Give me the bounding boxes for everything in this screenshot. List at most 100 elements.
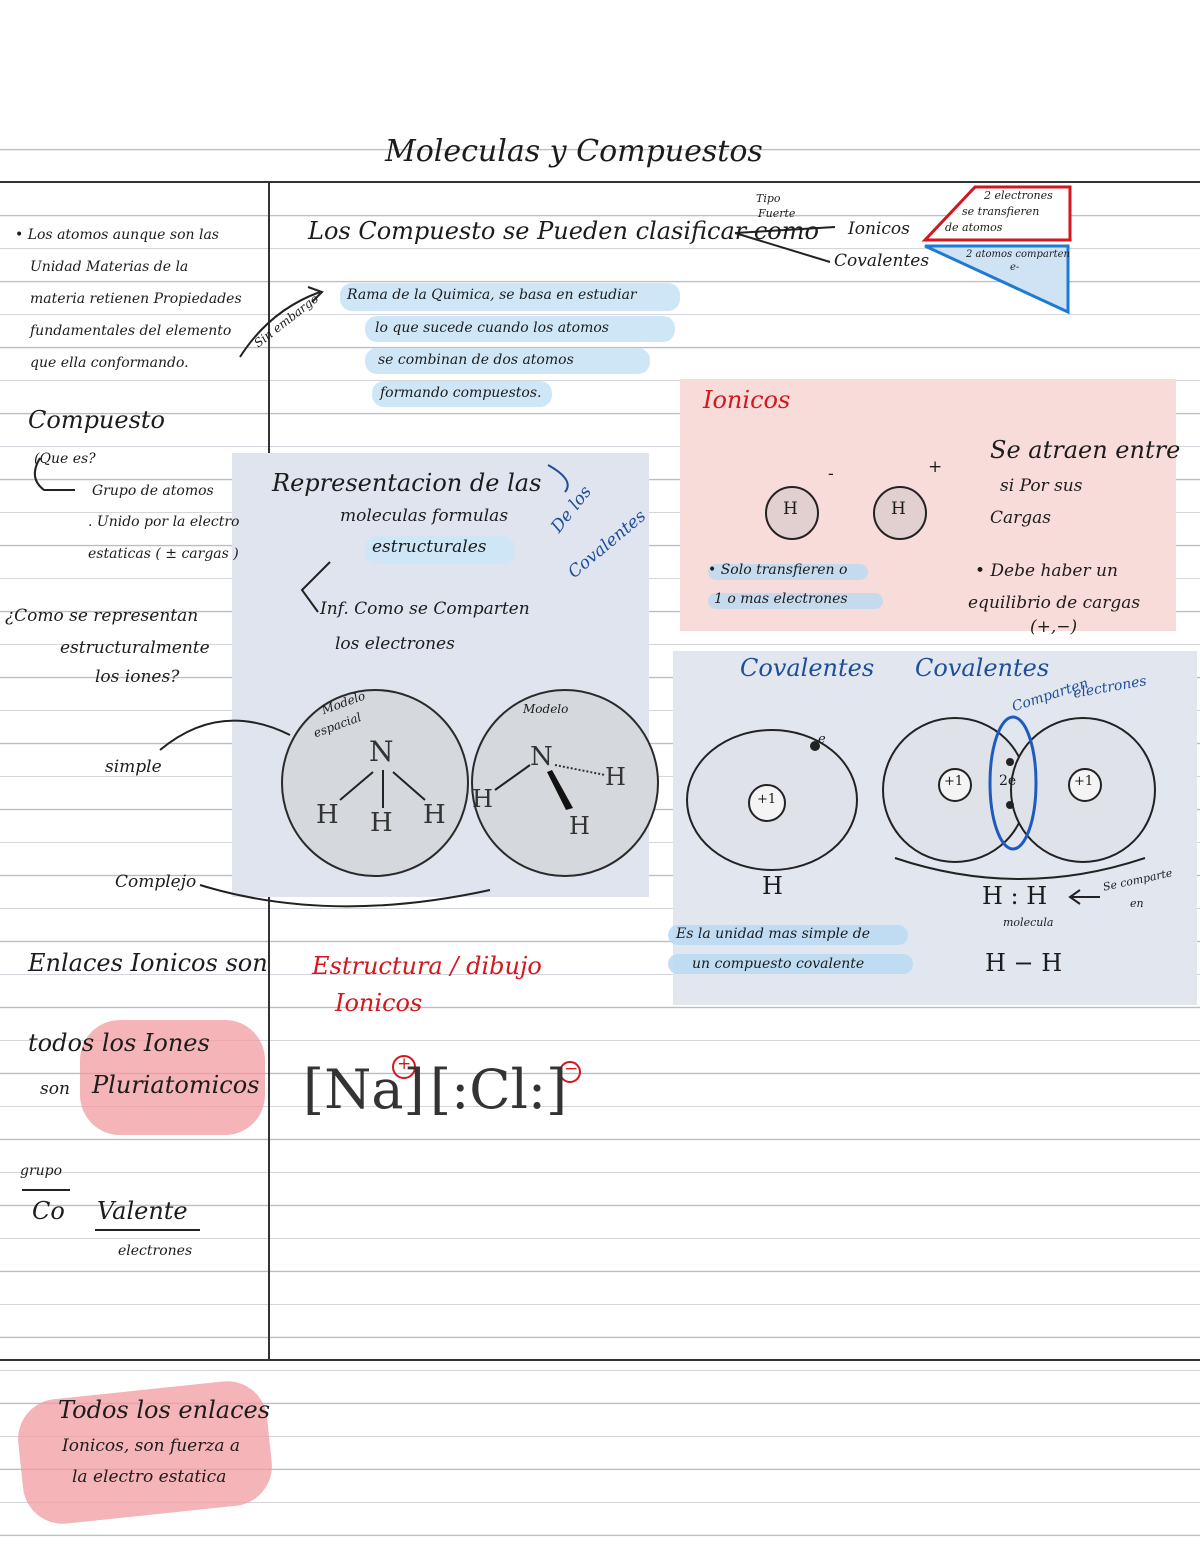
grupo-small-label: grupo xyxy=(20,1163,63,1179)
covalentes-title-2: Covalentes xyxy=(915,654,1050,682)
grupo-line-3: estaticas ( ± cargas ) xyxy=(88,546,239,562)
ionic-atom-right-label: H xyxy=(891,499,906,519)
nh3-right-h3: H xyxy=(569,812,590,840)
nh3-left-n: N xyxy=(369,735,394,768)
molecula-label: molecula xyxy=(1003,916,1054,929)
estructura-line-1: Estructura / dibujo xyxy=(312,952,542,980)
ionicos-panel xyxy=(680,379,1176,631)
h-dash-h: H − H xyxy=(985,949,1063,977)
nh3-right-n: N xyxy=(530,742,553,772)
estructurales-highlight xyxy=(365,536,515,564)
intro-line-4: fundamentales del elemento xyxy=(30,323,232,339)
ionic-atom-left-label: H xyxy=(783,499,798,519)
intro-line-1: • Los atomos aunque son las xyxy=(15,227,219,243)
ionic-plus-sign: + xyxy=(928,457,943,477)
intro-line-5: que ella conformando. xyxy=(30,355,189,371)
h2-left-nucleus-label: +1 xyxy=(944,774,964,789)
nacl-cl: [:Cl:] xyxy=(430,1058,568,1121)
type-covalentes: Covalentes xyxy=(834,251,930,271)
nacl-plus: + xyxy=(397,1054,412,1074)
representacion-line-3: estructurales xyxy=(372,537,487,557)
intro-line-3: materia retienen Propiedades xyxy=(30,291,242,307)
highlight-blob-pluriatomicos xyxy=(80,1020,265,1135)
complejo-curve xyxy=(199,884,491,908)
info-line-2: los electrones xyxy=(335,634,455,654)
ionic-minus-sign: - xyxy=(828,464,834,484)
fuerte-label: Fuerte xyxy=(758,207,796,220)
sin-embargo-arrow xyxy=(239,291,321,358)
question-line-3: los iones? xyxy=(95,667,180,687)
electron-label: e xyxy=(818,732,826,747)
ionicos-note3-line-1: • Debe haber un xyxy=(975,561,1118,581)
nh3-left-h1: H xyxy=(316,800,339,830)
enlaces-label: Enlaces Ionicos son xyxy=(28,949,268,977)
ionicos-title: Ionicos xyxy=(703,386,791,414)
nh3-left-h3: H xyxy=(423,800,446,830)
modelo-label: Modelo xyxy=(523,702,569,716)
ionicos-note3-line-2: equilibrio de cargas xyxy=(968,593,1141,613)
tipo-label: Tipo xyxy=(756,192,781,205)
representacion-line-1: Representacion de las xyxy=(272,469,542,497)
info-line-1: Inf. Como se Comparten xyxy=(320,599,530,619)
pluriatomicos-label: Pluriatomicos xyxy=(92,1071,260,1099)
nh3-right-h1: H xyxy=(472,785,493,813)
header-rule xyxy=(0,181,1200,183)
ionicos-note1-line-1: • Solo transfieren o xyxy=(708,562,848,578)
ionicos-note1-line-2: 1 o mas electrones xyxy=(714,591,848,607)
page-header-blank xyxy=(0,0,1200,117)
electrones-label: electrones xyxy=(118,1243,193,1259)
shared-electrons-label: 2e xyxy=(999,773,1017,789)
ionicos-note3-line-3: (+,−) xyxy=(1030,617,1078,637)
todos-line-1: todos los Iones xyxy=(28,1029,210,1057)
ionicos-note2-line-3: Cargas xyxy=(990,508,1052,528)
ionic-atom-left xyxy=(765,486,819,540)
red-box-line-1: 2 electrones xyxy=(984,189,1053,202)
covalente-note-line-1: Es la unidad mas simple de xyxy=(676,926,870,942)
nh3-left-circle xyxy=(281,689,469,877)
simple-curve xyxy=(159,719,291,751)
question-line-2: estructuralmente xyxy=(60,638,210,658)
grupo-line-2: . Unido por la electro xyxy=(88,514,240,530)
rama-line-3: se combinan de dos atomos xyxy=(378,352,574,368)
ionicos-note2-line-2: si Por sus xyxy=(1000,476,1083,496)
representacion-line-2: moleculas formulas xyxy=(340,506,509,526)
nacl-minus: − xyxy=(564,1059,579,1079)
h-dots-h: H : H xyxy=(982,882,1048,910)
rama-line-1: Rama de la Quimica, se basa en estudiar xyxy=(347,287,637,303)
covalentes-arrow xyxy=(734,232,831,263)
estructura-line-2: Ionicos xyxy=(335,989,423,1017)
complejo-label: Complejo xyxy=(115,872,197,892)
red-box-line-3: de atomos xyxy=(945,221,1003,234)
ionicos-arrow xyxy=(734,226,836,234)
nacl-na: [Na] xyxy=(303,1058,425,1121)
bottom-line-2: Ionicos, son fuerza a xyxy=(62,1436,240,1456)
rama-line-4: formando compuestos. xyxy=(380,385,542,401)
ionicos-note2-line-1: Se atraen entre xyxy=(990,436,1181,464)
grupo-line-1: Grupo de atomos xyxy=(92,483,214,499)
se-comparte-line-2: en xyxy=(1130,897,1144,910)
clasificar-text: Los Compuesto se Pueden clasificar como xyxy=(308,217,819,245)
question-line-1: ¿Como se representan xyxy=(5,606,199,626)
que-es-label: (Que es? xyxy=(34,451,96,467)
todos-line-2: son xyxy=(40,1079,70,1099)
h-symbol: H xyxy=(762,872,783,900)
covalentes-title-1: Covalentes xyxy=(740,654,875,682)
h-nucleus-label: +1 xyxy=(757,792,777,807)
valente-label: Valente xyxy=(97,1197,188,1225)
que-es-bracket xyxy=(33,457,75,491)
rama-highlight-2 xyxy=(365,316,675,342)
covalente-note-line-2: un compuesto covalente xyxy=(692,956,865,972)
nh3-left-h2: H xyxy=(370,808,393,838)
simple-label: simple xyxy=(105,757,162,777)
nh3-right-circle xyxy=(471,689,659,877)
blue-box-line-2: e- xyxy=(1010,262,1020,273)
blue-box-line-1: 2 atomos comparten xyxy=(966,249,1070,260)
bottom-line-1: Todos los enlaces xyxy=(58,1396,271,1424)
rama-highlight-4 xyxy=(372,381,552,407)
h2-right-nucleus-label: +1 xyxy=(1074,774,1094,789)
type-ionicos: Ionicos xyxy=(848,219,910,239)
rama-highlight-3 xyxy=(365,348,650,374)
rama-line-2: lo que sucede cuando los atomos xyxy=(375,320,609,336)
info-bracket xyxy=(300,561,331,613)
